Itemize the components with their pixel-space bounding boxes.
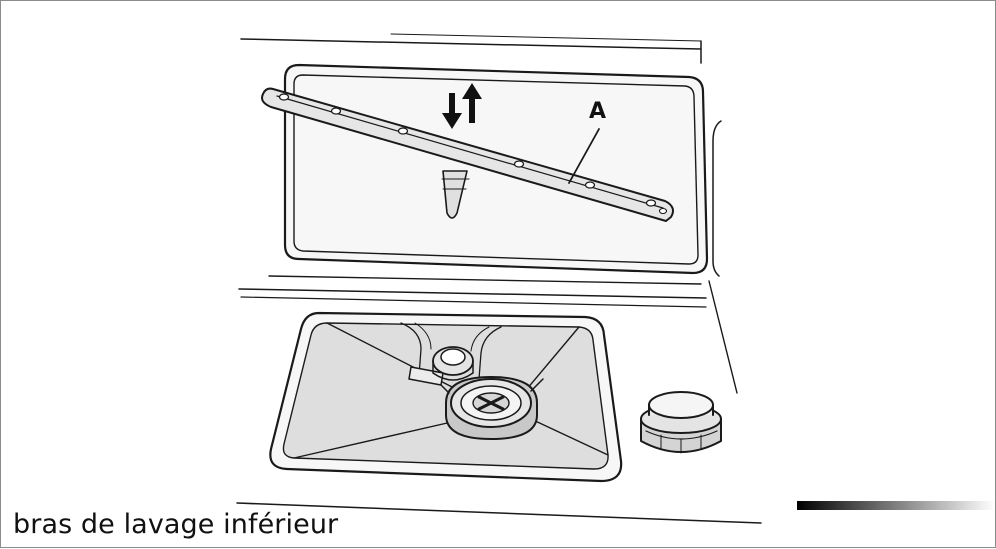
upper-wall-lines [240,33,722,277]
part-label-a: A [589,99,607,124]
door-lines [236,502,762,524]
rinse-aid-cap [640,391,722,454]
lower-spray-arm [261,87,674,222]
inlet-fitting [408,346,474,386]
up-down-arrows-icon [442,83,482,129]
part-a-leader-line [568,128,600,184]
filter-assembly [440,376,544,440]
figure-caption: bras de lavage inférieur [13,509,339,540]
tub-ledge [238,275,738,394]
spray-arm-hub [441,170,470,219]
gradient-bar [797,501,995,510]
